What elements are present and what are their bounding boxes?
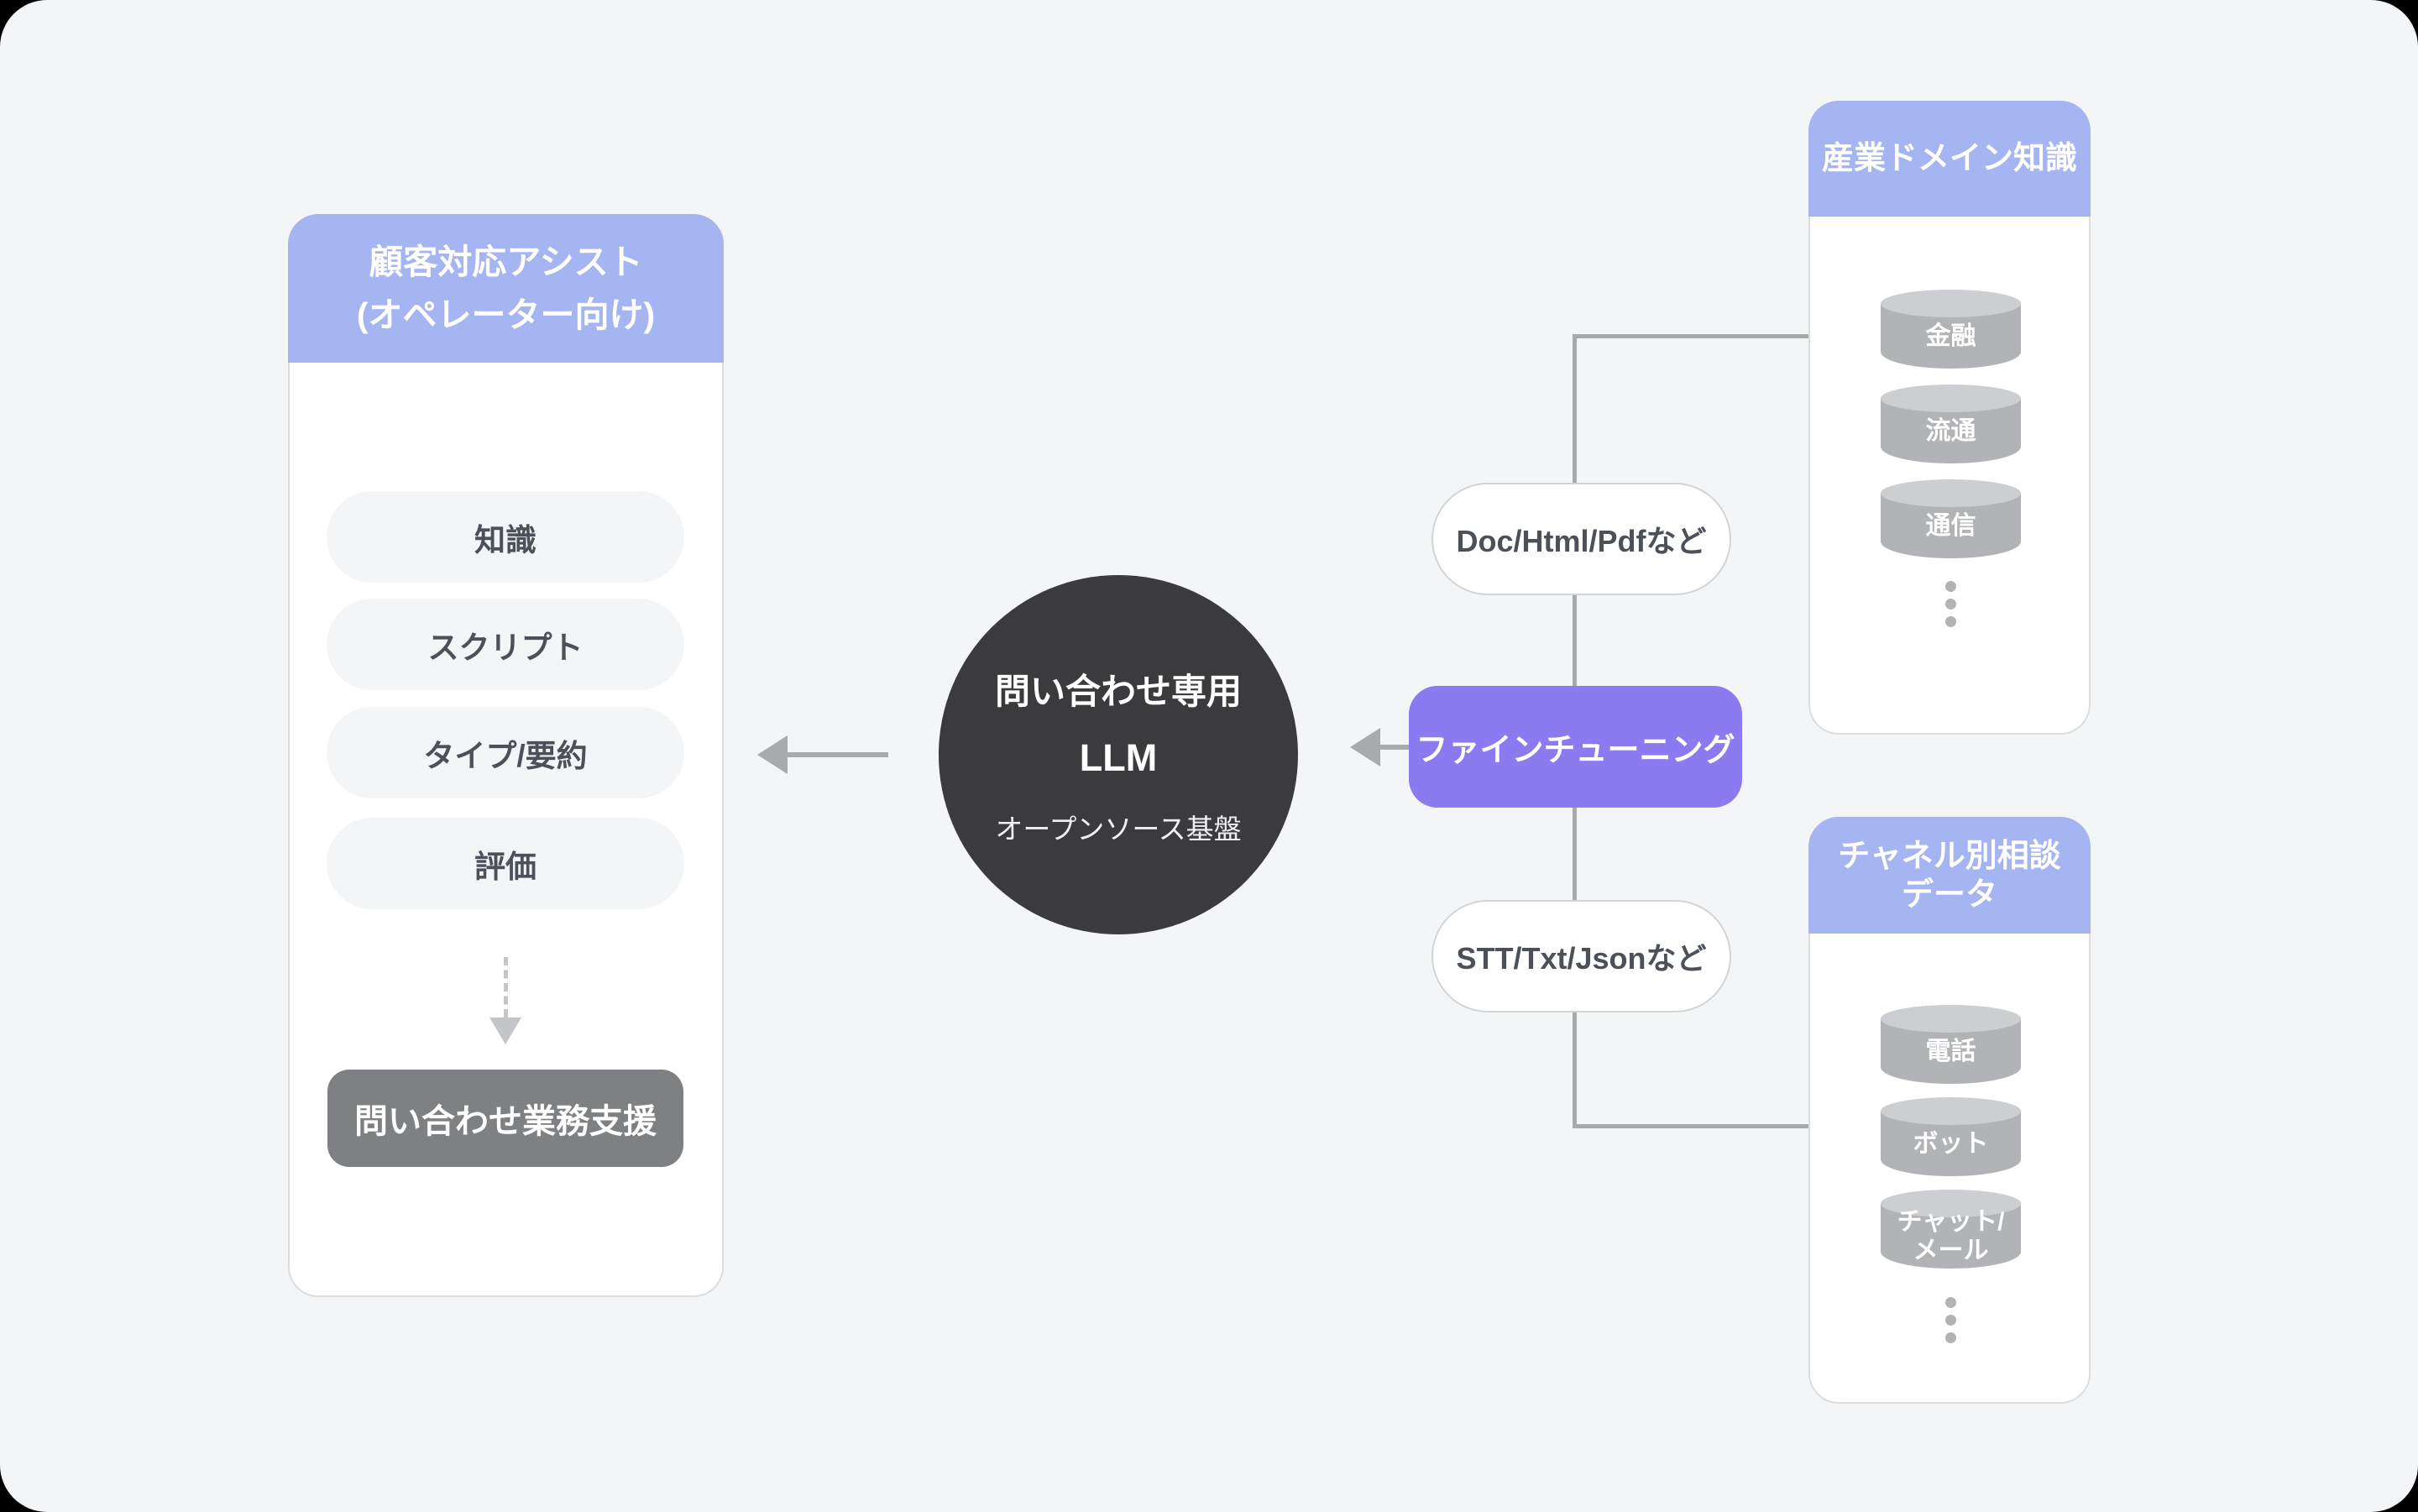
cylinder-top <box>1881 1005 2021 1033</box>
llm-circle: 問い合わせ専用 LLM オープンソース基盤 <box>939 575 1298 934</box>
industry-knowledge-panel-header: 産業ドメイン知識 <box>1808 101 2091 217</box>
cylinder-phone: 電話 <box>1881 1005 2021 1084</box>
arrow-finetune-to-llm-shaft <box>1377 745 1409 750</box>
finetune-box: ファインチューニング <box>1409 686 1742 808</box>
vertical-ellipsis-icon <box>1945 1297 1956 1343</box>
customer-assist-panel: 顧客対応アシスト (オペレーター向け) 知識 スクリプト タイプ/要約 評価 問… <box>288 214 724 1297</box>
connector-bottom-horizontal-line <box>1573 1124 1813 1128</box>
customer-assist-panel-header: 顧客対応アシスト (オペレーター向け) <box>288 214 724 363</box>
cylinder-finance-label: 金融 <box>1925 322 1976 350</box>
cylinder-phone-label: 電話 <box>1925 1038 1976 1065</box>
connector-top-horizontal-line <box>1573 334 1808 338</box>
channel-data-panel-header: チャネル別相談 データ <box>1808 817 2091 934</box>
cylinder-chat-mail-label-line2: メール <box>1913 1237 1989 1264</box>
cylinder-bot-label: ボット <box>1913 1130 1989 1158</box>
cylinder-top <box>1881 290 2021 317</box>
dashed-down-arrow-head-icon <box>489 1018 521 1044</box>
assist-pill-type-summary: タイプ/要約 <box>327 707 684 798</box>
llm-circle-line2: LLM <box>1079 735 1158 779</box>
assist-pill-knowledge: 知識 <box>327 491 684 583</box>
assist-pill-script: スクリプト <box>327 599 684 690</box>
cylinder-top <box>1881 1190 2021 1217</box>
customer-assist-title-line1: 顧客対応アシスト <box>369 242 643 281</box>
industry-knowledge-title: 産業ドメイン知識 <box>1821 141 2077 176</box>
cylinder-telecom-label: 通信 <box>1925 512 1976 540</box>
channel-data-title-line1: チャネル別相談 <box>1838 838 2061 874</box>
assist-pill-evaluation: 評価 <box>327 818 684 909</box>
industry-knowledge-panel: 産業ドメイン知識 金融 流通 通信 <box>1808 101 2091 735</box>
inquiry-support-box: 問い合わせ業務支援 <box>327 1070 683 1167</box>
arrow-llm-to-assist-shaft <box>788 752 888 757</box>
channel-data-panel: チャネル別相談 データ 電話 ボット チャット/ メール <box>1808 817 2091 1404</box>
llm-circle-line3: オープンソース基盤 <box>995 813 1242 845</box>
arrow-finetune-to-llm-head-icon <box>1350 728 1380 766</box>
cylinder-telecom: 通信 <box>1881 479 2021 558</box>
channel-data-title-line2: データ <box>1901 876 1997 913</box>
customer-assist-title-line2: (オペレーター向け) <box>356 295 656 334</box>
stt-format-pill: STT/Txt/Jsonなど <box>1431 900 1731 1012</box>
vertical-ellipsis-icon <box>1945 581 1956 627</box>
doc-format-pill: Doc/Html/Pdfなど <box>1431 483 1731 595</box>
cylinder-finance: 金融 <box>1881 290 2021 369</box>
cylinder-chat-mail-label-line1: チャット/ <box>1897 1208 2005 1236</box>
cylinder-distribution-label: 流通 <box>1925 417 1976 445</box>
cylinder-top <box>1881 385 2021 412</box>
cylinder-bot: ボット <box>1881 1097 2021 1176</box>
llm-circle-line1: 問い合わせ専用 <box>994 671 1242 711</box>
dashed-down-arrow-stem <box>504 957 508 1018</box>
cylinder-distribution: 流通 <box>1881 385 2021 463</box>
cylinder-top <box>1881 479 2021 507</box>
cylinder-chat-mail: チャット/ メール <box>1881 1190 2021 1269</box>
arrow-llm-to-assist-head-icon <box>757 735 788 774</box>
cylinder-top <box>1881 1097 2021 1125</box>
